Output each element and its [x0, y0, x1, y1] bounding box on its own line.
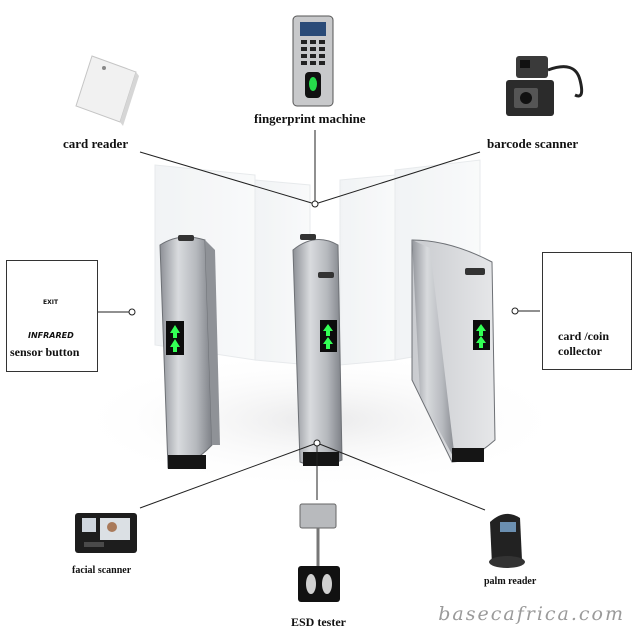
facial-scanner-icon	[75, 513, 137, 553]
watermark: basecafrica.com	[438, 603, 625, 625]
label-exit: EXIT	[43, 299, 59, 306]
label-collector: collector	[558, 344, 602, 358]
label-fingerprint-machine: fingerprint machine	[254, 111, 366, 126]
esd-tester-icon	[298, 503, 340, 602]
label-card-reader: card reader	[63, 136, 129, 151]
label-facial-scanner: facial scanner	[72, 565, 132, 576]
connector-dots	[128, 200, 519, 447]
card-reader-icon	[75, 55, 139, 126]
up-arrow-icon	[323, 324, 333, 349]
label-infrared: INFRARED	[28, 331, 74, 340]
label-barcode-scanner: barcode scanner	[487, 136, 579, 151]
palm-reader-icon	[489, 513, 525, 568]
barcode-scanner-icon	[506, 56, 584, 116]
label-esd-tester: ESD tester	[291, 615, 346, 629]
label-card-coin: card /coin	[558, 329, 609, 343]
left-turnstile	[159, 235, 220, 469]
right-turnstile	[411, 239, 496, 463]
connector-lines	[98, 130, 540, 511]
label-sensor-button: sensor button	[10, 345, 80, 359]
sensor-button-box	[6, 260, 98, 372]
fingerprint-machine-icon	[292, 15, 334, 107]
up-arrow-icon	[170, 325, 180, 352]
card-coin-collector-box	[542, 252, 632, 370]
label-palm-reader: palm reader	[484, 576, 537, 587]
middle-turnstile	[292, 234, 343, 466]
up-arrow-icon	[476, 324, 486, 348]
